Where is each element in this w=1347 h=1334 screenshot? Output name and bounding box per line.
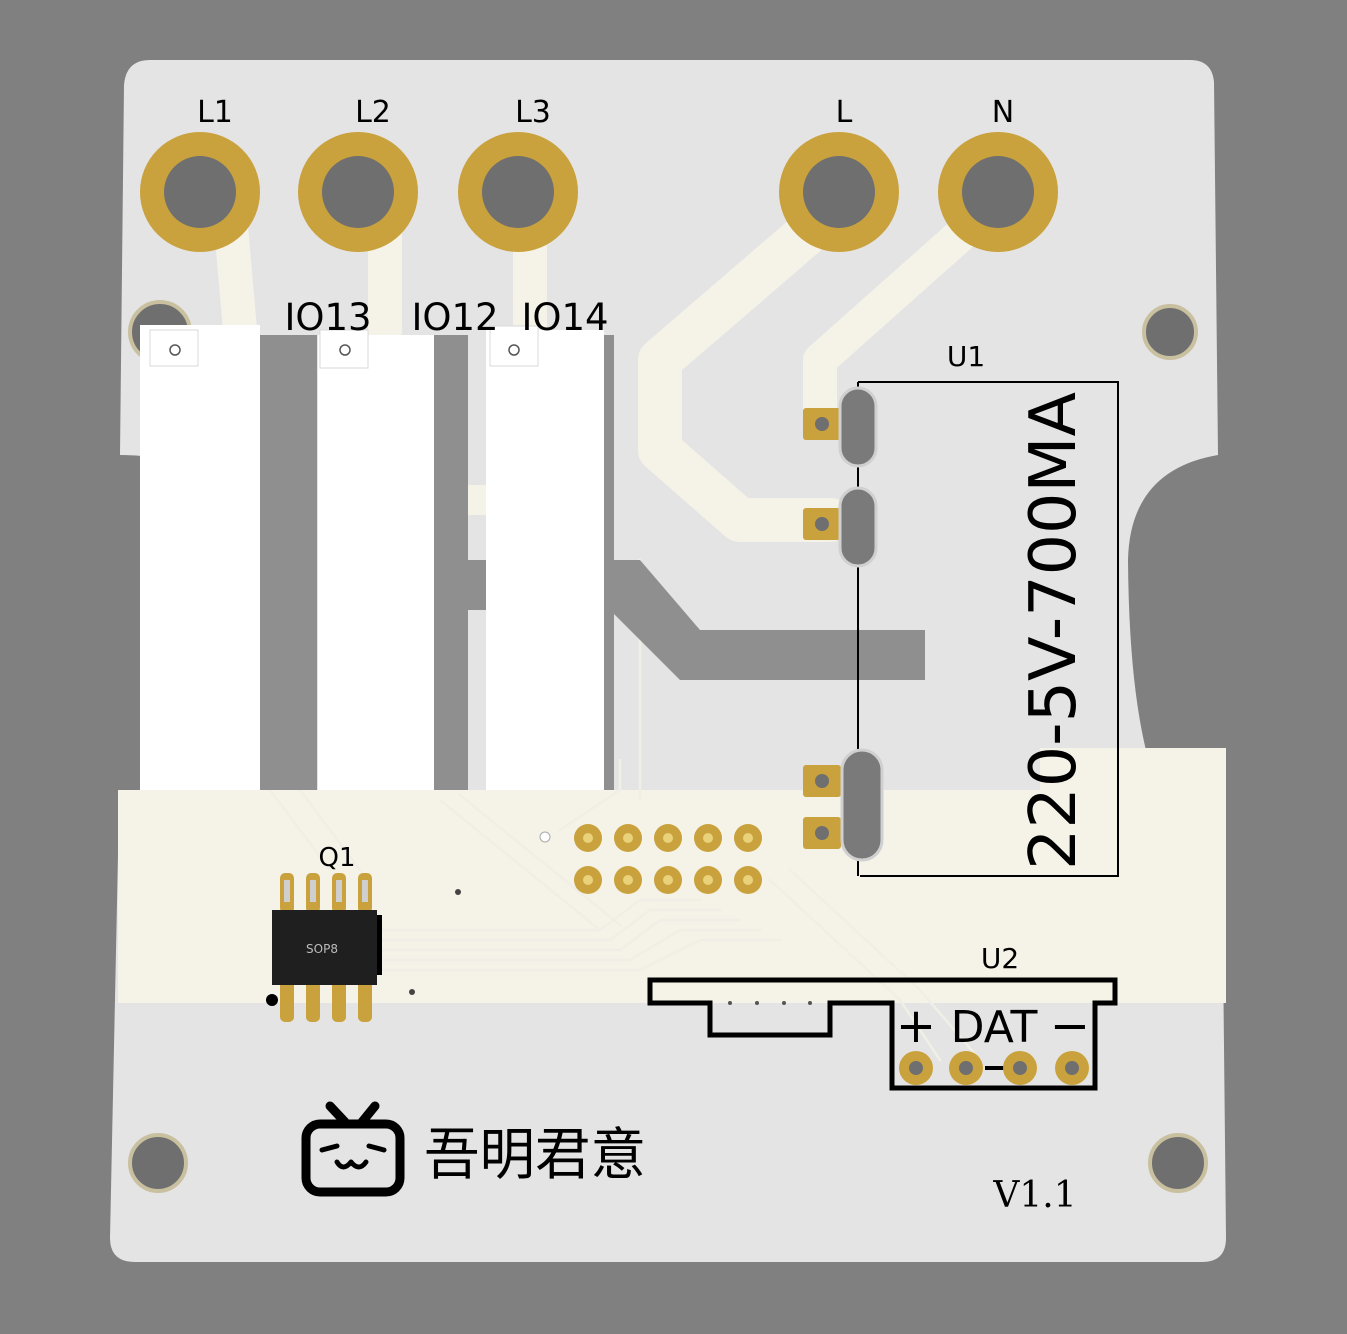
terminal-n: N [938, 95, 1058, 252]
terminal-label: L [836, 95, 853, 130]
mounting-hole [1148, 1133, 1208, 1193]
u1-slots [838, 386, 884, 862]
relay-io13 [140, 325, 317, 790]
logo-text: 吾明君意 [424, 1123, 646, 1188]
u2-designator: U2 [981, 942, 1019, 975]
terminal-pads: L1 L2 L3 L N [140, 95, 1058, 252]
terminal-label: N [992, 95, 1014, 130]
relay-io12 [318, 329, 468, 790]
terminal-label: L2 [355, 95, 391, 130]
pin-header [539, 824, 762, 894]
grey-trace [610, 560, 925, 680]
u2-minus-label: − [1050, 998, 1090, 1054]
q1-designator: Q1 [318, 843, 355, 873]
terminal-l: L [779, 95, 899, 252]
version-label: V1.1 [992, 1175, 1076, 1216]
relay-label-io12: IO12 [411, 296, 498, 339]
u2-dat-label: DAT [951, 1002, 1038, 1053]
u1-designator: U1 [947, 340, 985, 373]
u2-connector: U2 + DAT − [647, 942, 1118, 1091]
mounting-hole [1142, 304, 1198, 360]
grey-trace-stub [466, 560, 488, 610]
relays [140, 325, 614, 790]
q1-chip: SOP8 Q1 [266, 843, 382, 1022]
u2-plus-label: + [896, 998, 936, 1054]
terminal-l3: L3 [458, 95, 578, 252]
q1-package: SOP8 [306, 942, 338, 956]
terminal-l1: L1 [140, 95, 260, 252]
terminal-l2: L2 [298, 95, 418, 252]
pin1-marker [266, 994, 278, 1006]
relay-io14 [486, 325, 614, 790]
terminal-label: L3 [515, 95, 551, 130]
bilibili-tv-icon [301, 1101, 405, 1197]
relay-label-io14: IO14 [521, 296, 608, 339]
terminal-label: L1 [197, 95, 233, 130]
u1-module: U1 220-5V-700MA [803, 340, 1119, 877]
relay-label-io13: IO13 [284, 296, 371, 339]
mounting-hole [128, 1133, 188, 1193]
u1-rating: 220-5V-700MA [1017, 392, 1091, 870]
